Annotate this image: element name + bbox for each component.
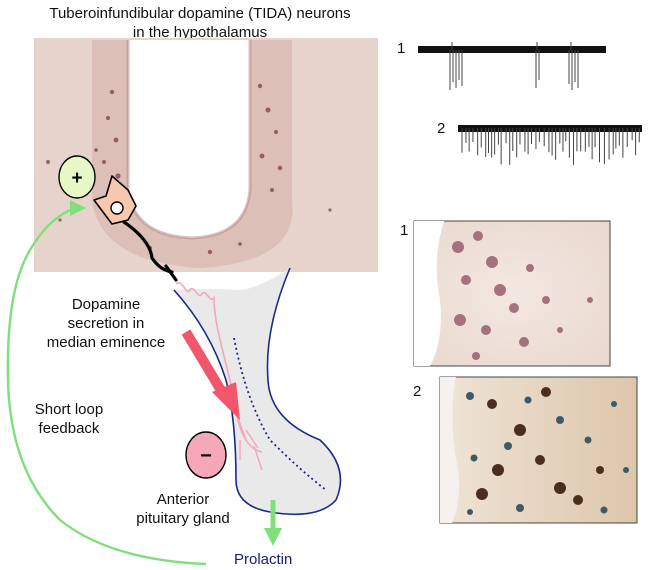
title: Tuberoinfundibular dopamine (TIDA) neuro… <box>0 4 400 42</box>
feedback-label-line-1: Short loop <box>34 401 104 418</box>
minus-sign-text: − <box>200 445 212 467</box>
dopamine-arrow <box>181 329 240 420</box>
micrograph-number-2: 2 <box>413 383 422 400</box>
dopamine-label-line-1: Dopamine <box>71 296 141 313</box>
trace-number-1: 1 <box>397 40 406 57</box>
stimulation-sign: + <box>58 155 96 199</box>
prolactin-arrow <box>264 500 282 546</box>
micrograph-2 <box>439 376 638 524</box>
title-line-1: Tuberoinfundibular dopamine (TIDA) neuro… <box>49 5 351 22</box>
prolactin-label: Prolactin <box>234 551 293 568</box>
micrograph-1 <box>413 220 611 367</box>
inhibition-sign: − <box>185 431 227 479</box>
pituitary-label: Anterior pituitary gland <box>118 490 248 528</box>
pituitary-gland <box>172 267 342 516</box>
feedback-label-line-2: feedback <box>38 420 100 437</box>
title-line-2: in the hypothalamus <box>132 24 268 41</box>
dopamine-label-line-3: median eminence <box>46 334 166 351</box>
plus-sign-text: + <box>71 168 82 189</box>
feedback-label: Short loop feedback <box>14 400 124 438</box>
dopamine-label: Dopamine secretion in median eminence <box>26 295 186 352</box>
trace-2 <box>458 125 642 165</box>
feedback-arrow <box>6 200 207 566</box>
micrograph-number-1: 1 <box>400 222 409 239</box>
trace-number-2: 2 <box>437 120 446 137</box>
pituitary-label-line-2: pituitary gland <box>136 510 230 527</box>
trace-1 <box>418 42 606 90</box>
hypothalamus-tissue <box>34 38 378 272</box>
tida-neuron <box>93 175 263 471</box>
dopamine-label-line-2: secretion in <box>67 315 145 332</box>
pituitary-label-line-1: Anterior <box>156 491 210 508</box>
